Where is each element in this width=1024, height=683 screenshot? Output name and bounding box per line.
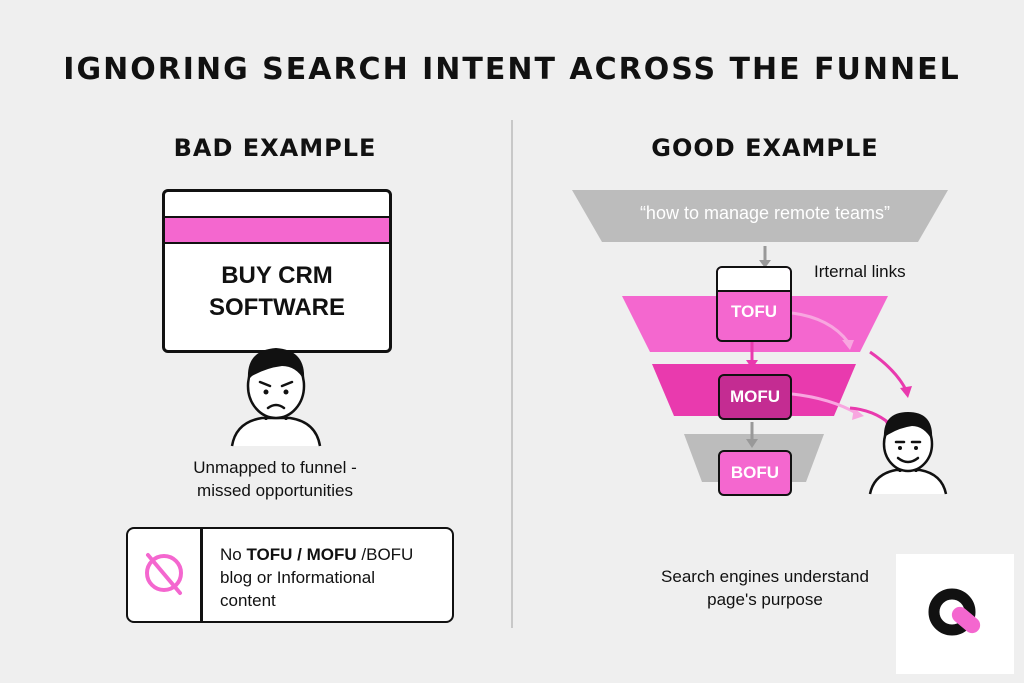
box-line-1: No TOFU / MOFU /BOFU: [220, 543, 413, 566]
bad-caption-line-2: missed opportunities: [197, 481, 353, 500]
box-mofu: MOFU: [306, 545, 357, 564]
box-separator: [200, 529, 203, 621]
box-line-2: blog or Informational: [220, 568, 375, 587]
smiling-person-icon: [868, 412, 948, 495]
page-title: IGNORING SEARCH INTENT ACROSS THE FUNNEL: [63, 52, 961, 87]
good-caption-line-2: page's purpose: [707, 590, 823, 609]
no-content-icon: [145, 553, 183, 595]
bad-example-heading: BAD EXAMPLE: [173, 134, 377, 162]
window-text: BUY CRM SOFTWARE: [165, 260, 389, 324]
internal-link-arrow-1: [791, 311, 850, 343]
box-separator-text: /: [292, 545, 307, 564]
box-prefix: No: [220, 545, 247, 564]
logo-container: [896, 554, 1014, 674]
box-line-3: content: [220, 591, 276, 610]
brand-logo-icon: [928, 588, 981, 636]
no-funnel-content-text: No TOFU / MOFU /BOFU blog or Information…: [220, 543, 413, 612]
internal-link-arrow-3: [791, 392, 859, 416]
no-funnel-content-box: No TOFU / MOFU /BOFU blog or Information…: [126, 527, 454, 623]
bad-caption: Unmapped to funnel - missed opportunitie…: [150, 456, 400, 502]
tofu-card-header: [718, 268, 790, 292]
column-divider: [511, 120, 513, 628]
window-line-1: BUY CRM: [221, 262, 333, 289]
mofu-stage: MOFU: [718, 374, 792, 420]
search-result-window: BUY CRM SOFTWARE: [162, 189, 392, 353]
search-query-text: “how to manage remote teams”: [639, 203, 891, 223]
window-title-stripe: [165, 216, 389, 244]
internal-link-arrow-2: [869, 350, 908, 391]
search-query-band: [572, 190, 948, 242]
frowning-person-icon: [230, 348, 322, 447]
box-bofu: /BOFU: [356, 545, 414, 564]
internal-links-label: Irternal links: [814, 262, 906, 281]
good-caption: Search engines understand page's purpose: [630, 565, 900, 611]
bad-caption-line-1: Unmapped to funnel -: [193, 458, 357, 477]
bofu-stage: BOFU: [718, 450, 792, 496]
good-example-heading: GOOD EXAMPLE: [651, 134, 879, 162]
tofu-label: TOFU: [731, 302, 777, 321]
tofu-page-card: TOFU: [716, 266, 792, 342]
good-caption-line-1: Search engines understand: [661, 567, 869, 586]
box-tofu: TOFU: [246, 545, 293, 564]
window-line-2: SOFTWARE: [209, 294, 345, 321]
